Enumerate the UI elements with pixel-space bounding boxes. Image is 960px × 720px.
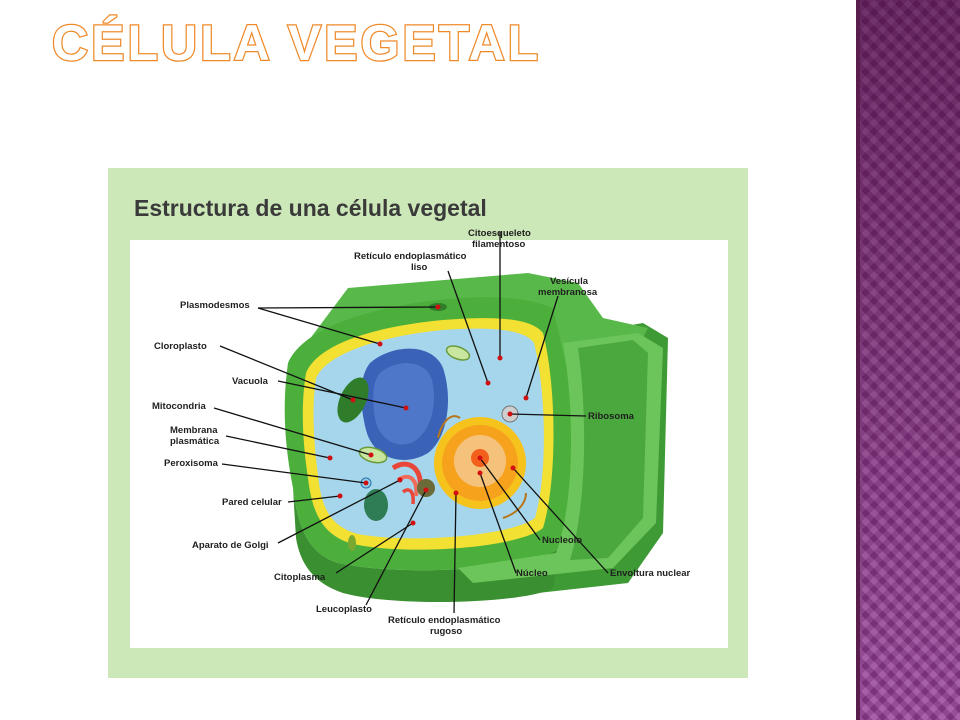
label-nucleo: Núcleo: [516, 568, 548, 579]
label-reticulo-liso-1: Retículo endoplasmático: [354, 251, 467, 262]
label-vesicula-1: Vesícula: [550, 276, 589, 287]
mitochondrion-2: [445, 345, 471, 361]
label-envoltura: Envoltura nuclear: [610, 568, 691, 579]
cell-diagram-figure: Estructura de una célula vegetal: [108, 168, 748, 678]
label-membrana-1: Membrana: [170, 425, 218, 436]
label-leucoplasto: Leucoplasto: [316, 604, 372, 615]
label-plasmodesmos: Plasmodesmos: [180, 300, 250, 311]
label-peroxisoma: Peroxisoma: [164, 458, 219, 469]
label-citoesqueleto-1: Citoesqueleto: [468, 228, 531, 239]
small-plastid: [348, 535, 356, 551]
figure-title: Estructura de una célula vegetal: [134, 195, 487, 221]
cell-illustration: [284, 273, 668, 603]
label-reticulo-rugoso-1: Retículo endoplasmático: [388, 615, 501, 626]
label-nucleolo: Nucleolo: [542, 535, 582, 546]
label-vacuola: Vacuola: [232, 376, 269, 387]
label-mitocondria: Mitocondria: [152, 401, 207, 412]
label-reticulo-liso-2: liso: [411, 262, 428, 273]
label-citoesqueleto-2: filamentoso: [472, 239, 526, 250]
plastid: [364, 489, 388, 521]
rough-er: [437, 415, 527, 519]
callout-lines: [213, 232, 609, 614]
label-membrana-2: plasmática: [170, 436, 220, 447]
vacuole-highlight: [373, 363, 434, 445]
label-vesicula-2: membranosa: [538, 287, 598, 298]
label-golgi: Aparato de Golgi: [192, 540, 269, 551]
label-pared: Pared celular: [222, 497, 282, 508]
cell-wall-slab-inner: [570, 340, 648, 560]
cell-diagram-svg: Estructura de una célula vegetal: [130, 195, 728, 648]
decorative-side-panel: [856, 0, 960, 720]
slide-title: CÉLULA VEGETAL: [51, 15, 542, 71]
label-citoplasma: Citoplasma: [274, 572, 326, 583]
label-ribosoma: Ribosoma: [588, 411, 635, 422]
label-cloroplasto: Cloroplasto: [154, 341, 207, 352]
label-reticulo-rugoso-2: rugoso: [430, 626, 462, 637]
